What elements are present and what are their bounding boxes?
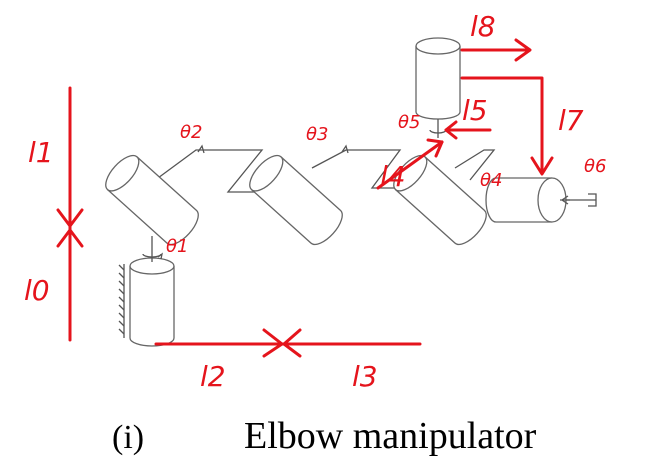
joint3-rotation-marker <box>341 144 349 154</box>
shoulder-joint-cylinder <box>105 154 199 246</box>
label-theta1: θ1 <box>166 236 188 257</box>
label-l5: l5 <box>462 94 488 127</box>
link-length-annotations <box>56 38 554 358</box>
label-theta5: θ5 <box>398 112 420 133</box>
label-l4: l4 <box>380 160 406 193</box>
label-theta3: θ3 <box>306 124 328 145</box>
label-l1: l1 <box>28 136 54 169</box>
wrist-roll-cylinder <box>485 177 597 223</box>
label-theta2: θ2 <box>180 122 202 143</box>
label-theta4: θ4 <box>480 170 502 191</box>
caption-title: Elbow manipulator <box>244 415 537 457</box>
joint2-rotation-marker <box>197 144 205 154</box>
label-l7: l7 <box>558 104 584 137</box>
caption-label: (i) <box>112 419 144 456</box>
base-cylinder <box>118 257 175 347</box>
upper-arm-link <box>157 149 276 193</box>
label-l3: l3 <box>352 360 378 393</box>
label-l8: l8 <box>470 10 496 43</box>
wrist-link <box>454 149 496 181</box>
elbow-joint-cylinder <box>249 154 343 246</box>
wrist-pitch-cylinder <box>415 37 461 138</box>
label-l2: l2 <box>200 360 226 393</box>
label-theta6: θ6 <box>584 156 606 177</box>
wrist-joint-cylinder <box>393 154 487 246</box>
forearm-link <box>311 149 428 189</box>
label-l0: l0 <box>24 274 50 307</box>
waist-joint <box>142 236 163 262</box>
